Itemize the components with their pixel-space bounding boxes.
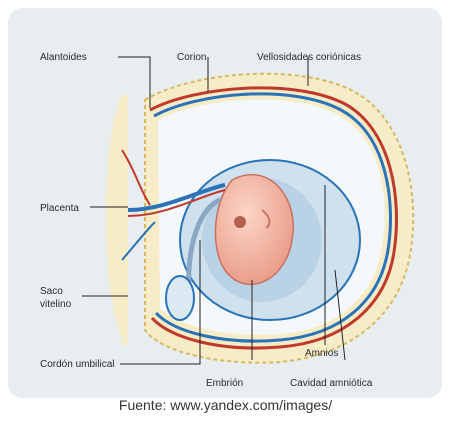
- embryo-diagram: Alantoides Corion Vellosidades coriónica…: [20, 20, 430, 390]
- label-vellosidades: Vellosidades coriónicas: [257, 52, 361, 63]
- label-corion: Corion: [177, 52, 206, 63]
- source-caption: Fuente: www.yandex.com/images/: [0, 397, 451, 413]
- label-saco: Saco: [40, 286, 63, 297]
- label-placenta: Placenta: [40, 203, 79, 214]
- label-embrion: Embrión: [206, 378, 243, 389]
- label-vitelino: vitelino: [40, 299, 72, 310]
- uterine-wall-left: [122, 95, 128, 345]
- label-amnios: Amnios: [305, 348, 338, 359]
- label-alantoides: Alantoides: [40, 52, 87, 63]
- embryo-head: [234, 216, 246, 228]
- label-cavidad: Cavidad amniótica: [290, 378, 373, 389]
- yolk-sac: [166, 276, 194, 320]
- label-cordon: Cordón umbilical: [40, 359, 114, 370]
